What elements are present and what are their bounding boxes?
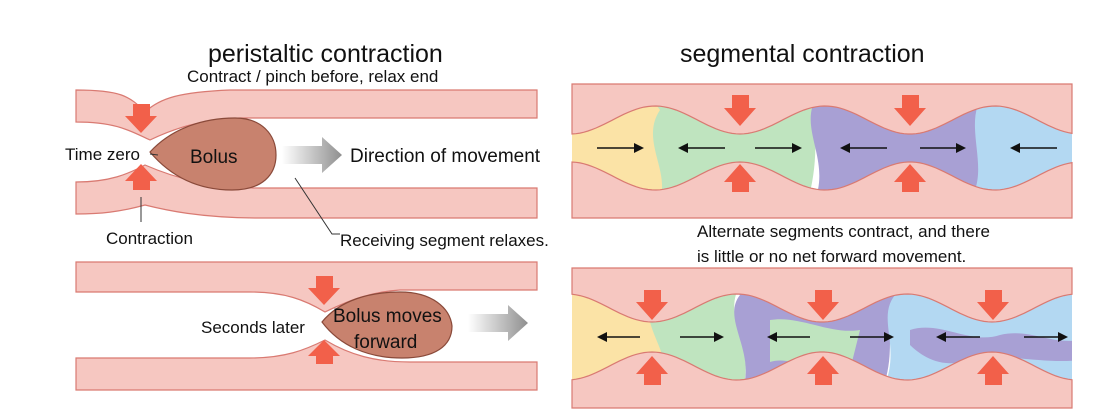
flow-arrow-left bbox=[1010, 143, 1057, 153]
seconds-later-label: Seconds later bbox=[201, 318, 305, 337]
direction-arrow-2 bbox=[468, 305, 528, 341]
contraction-label: Contraction bbox=[106, 229, 193, 248]
bolus bbox=[149, 117, 277, 191]
bolus-2 bbox=[321, 291, 453, 359]
bottom-arrow-up-2 bbox=[807, 356, 839, 385]
flow-arrow-right bbox=[1024, 332, 1068, 342]
flow-arrow-right bbox=[850, 332, 894, 342]
flow-arrow-left bbox=[767, 332, 810, 342]
segmental-caption-line2: is little or no net forward movement. bbox=[697, 247, 966, 266]
peristaltic-title: peristaltic contraction bbox=[208, 40, 443, 68]
bolus-moves-line2: forward bbox=[354, 332, 417, 353]
lower-wall-2 bbox=[75, 339, 538, 391]
bottom-arrow-down-2 bbox=[807, 290, 839, 320]
flow-arrow-left bbox=[597, 332, 640, 342]
segmental-panel: segmental contraction bbox=[571, 40, 1073, 409]
top-upper-wall bbox=[571, 83, 1073, 135]
peristaltic-subtitle: Contract / pinch before, relax end bbox=[187, 67, 438, 86]
contraction-arrow-bottom bbox=[125, 164, 157, 190]
contraction-arrow-top bbox=[125, 104, 157, 133]
time-zero-label: Time zero bbox=[65, 145, 140, 164]
segmental-caption-line1: Alternate segments contract, and there bbox=[697, 222, 990, 241]
bottom-arrow-up-3 bbox=[977, 356, 1009, 385]
peristaltic-panel: peristaltic contraction Contract / pinch… bbox=[65, 40, 549, 391]
top-arrow-up-1 bbox=[724, 164, 756, 192]
bolus-moves-line1: Bolus moves bbox=[333, 306, 442, 327]
flow-arrow-left bbox=[840, 143, 887, 153]
receiving-pointer bbox=[294, 177, 340, 235]
upper-wall-2 bbox=[75, 261, 538, 313]
segmental-top-tube bbox=[571, 83, 1073, 219]
top-arrow-up-2 bbox=[894, 164, 926, 192]
flow-arrow-left bbox=[936, 332, 980, 342]
direction-label: Direction of movement bbox=[350, 146, 541, 167]
contraction-arrow-bottom-2 bbox=[308, 340, 340, 364]
top-lower-wall bbox=[571, 161, 1073, 219]
flow-arrow-right bbox=[920, 143, 966, 153]
bottom-arrow-up-1 bbox=[636, 356, 668, 385]
segmental-bottom-tube bbox=[571, 267, 1073, 409]
flow-arrow-right bbox=[755, 143, 802, 153]
flow-arrow-left bbox=[678, 143, 725, 153]
bolus-label: Bolus bbox=[190, 147, 238, 168]
contraction-arrow-top-2 bbox=[308, 276, 340, 305]
time-zero-tube: Bolus Time zero Direction of movement Co… bbox=[65, 89, 549, 250]
bottom-arrow-down-3 bbox=[977, 290, 1009, 320]
seconds-later-tube: Bolus moves forward Seconds later bbox=[75, 261, 538, 391]
bottom-flow-arrows bbox=[597, 332, 1068, 342]
top-arrow-down-1 bbox=[724, 95, 756, 126]
receiving-label: Receiving segment relaxes. bbox=[340, 231, 549, 250]
bottom-arrow-down-1 bbox=[636, 290, 668, 320]
time-zero-pointer bbox=[149, 153, 159, 156]
top-arrow-down-2 bbox=[894, 95, 926, 126]
flow-arrow-right bbox=[597, 143, 644, 153]
top-flow-arrows bbox=[597, 143, 1057, 153]
direction-arrow bbox=[282, 137, 342, 173]
flow-arrow-right bbox=[680, 332, 724, 342]
segmental-title: segmental contraction bbox=[680, 40, 925, 68]
